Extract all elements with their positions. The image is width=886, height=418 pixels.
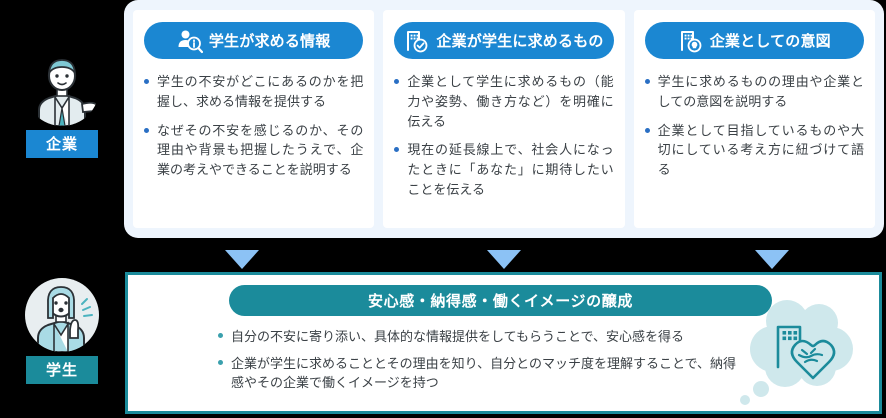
list-item: なぜその不安を感じるのか、その理由や背景も把握したうえで、企業の考えやできること… [144,121,363,180]
card-title: 学生が求める情報 [208,33,331,50]
list-item: 学生の不安がどこにあるのかを把握し、求める情報を提供する [144,72,363,112]
card-student-needs: 学生が求める情報 学生の不安がどこにあるのかを把握し、求める情報を提供する なぜ… [133,10,375,228]
card-bullet-list: 企業として学生に求めるもの（能力や姿勢、働き方など）を明確に伝える 現在の延長線… [394,72,614,209]
card-header: 学生が求める情報 [144,22,364,59]
card-bullet-list: 学生の不安がどこにあるのかを把握し、求める情報を提供する なぜその不安を感じるの… [144,72,363,189]
card-company-expectations: 企業が学生に求めるもの 企業として学生に求めるもの（能力や姿勢、働き方など）を明… [383,10,625,228]
outcome-header: 安心感・納得感・働くイメージの醸成 [229,285,772,316]
building-check-icon [404,28,430,54]
actor-student-label: 学生 [26,356,98,384]
card-company-intent: 企業としての意図 学生に求めるものの理由や企業としての意図を説明する 企業として… [633,10,875,228]
arrow-down-triangle-icon [755,250,789,269]
list-item: 企業が学生に求めることとその理由を知り、自分とのマッチ度を理解することで、納得感… [218,354,738,393]
person-search-info-icon [177,28,203,54]
actor-column: 企業 [0,0,124,418]
list-item: 企業として学生に求めるもの（能力や姿勢、働き方など）を明確に伝える [394,72,614,131]
outcome-bullet-list: 自分の不安に寄り添い、具体的な情報提供をしてもらうことで、安心感を得る 企業が学… [218,327,738,400]
arrow-down-triangle-icon [487,250,521,269]
card-title: 企業としての意図 [709,33,831,50]
outcome-title: 安心感・納得感・働くイメージの醸成 [368,293,633,310]
list-item: 学生に求めるものの理由や企業としての意図を説明する [644,72,864,112]
list-item: 現在の延長線上で、社会人になったときに「あなた」に期待したいことを伝える [394,140,614,199]
building-idea-icon [678,28,704,54]
list-item: 自分の不安に寄り添い、具体的な情報提供をしてもらうことで、安心感を得る [218,327,738,347]
arrow-down-triangle-icon [225,250,259,269]
card-header: 企業としての意図 [644,22,864,59]
card-header: 企業が学生に求めるもの [394,22,614,59]
actor-company-label: 企業 [26,130,98,158]
card-title: 企業が学生に求めるもの [436,33,604,50]
top-cards-panel: 学生が求める情報 学生の不安がどこにあるのかを把握し、求める情報を提供する なぜ… [124,0,884,238]
company-person-illustration [25,52,99,126]
list-item: 企業として目指しているものや大切にしている考え方に紐づけて語る [644,121,864,180]
card-bullet-list: 学生に求めるものの理由や企業としての意図を説明する 企業として目指しているものや… [644,72,864,189]
actor-student: 学生 [8,278,116,384]
outcome-panel: 安心感・納得感・働くイメージの醸成 自分の不安に寄り添い、具体的な情報提供をして… [125,272,882,414]
actor-company: 企業 [8,52,116,158]
student-person-illustration [25,278,99,352]
building-heart-thought-icon [739,297,869,409]
